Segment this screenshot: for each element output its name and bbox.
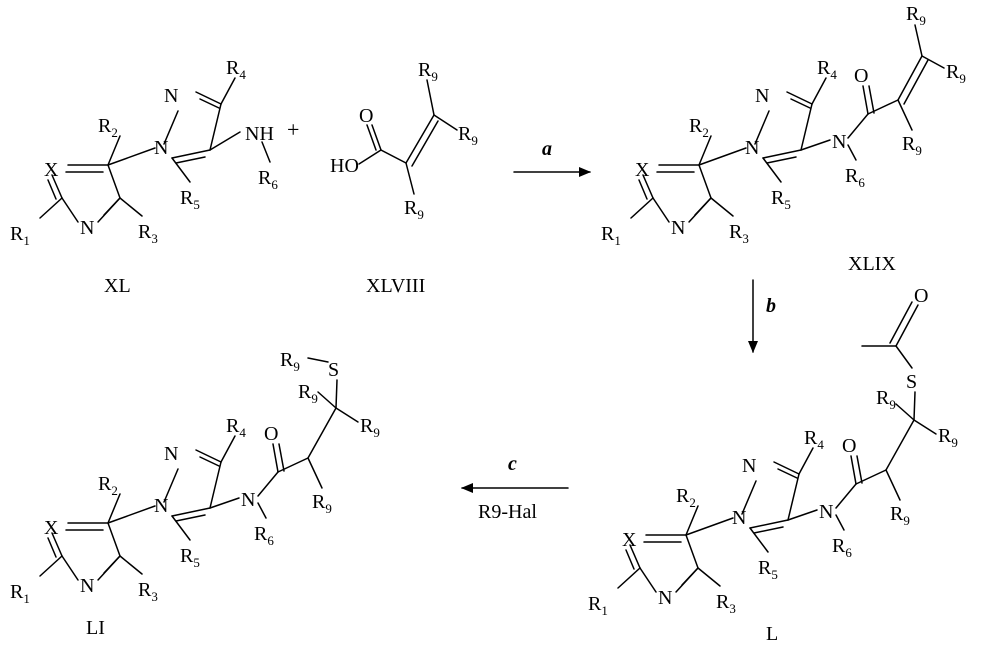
atom-n1-pyrazole: N — [154, 137, 168, 159]
substituent-r9-upper-left: R9 — [876, 387, 896, 412]
substituent-r9-right: R9 — [938, 425, 958, 450]
substituent-r9-right: R9 — [458, 123, 478, 148]
substituent-r6: R6 — [254, 523, 274, 548]
atom-n1-pyrazole: N — [732, 507, 746, 529]
substituent-r9-bottom: R9 — [312, 491, 332, 516]
compound-l: X N N N N O S O R1 R2 R3 R4 R5 R6 R9 R9 … — [588, 285, 958, 645]
atom-x: X — [635, 159, 650, 181]
step-c-label: c — [508, 453, 517, 475]
atom-n-amide: N — [241, 489, 255, 511]
substituent-r3: R3 — [138, 579, 158, 604]
substituent-r9-top: R9 — [906, 3, 926, 28]
label-xlix: XLIX — [848, 253, 896, 275]
atom-o-xlviii: O — [359, 105, 373, 127]
atom-n2-pyrazole: N — [164, 85, 178, 107]
atom-n2-pyrazole: N — [742, 455, 756, 477]
atom-n2-pyrazole: N — [164, 443, 178, 465]
compound-xlix: X N N N N O R1 R2 R3 R4 R5 R6 R9 R9 R9 X… — [601, 3, 966, 275]
atom-n-pyridine: N — [671, 217, 685, 239]
substituent-r6: R6 — [832, 535, 852, 560]
atom-x: X — [622, 529, 637, 551]
substituent-r9-upper-left: R9 — [298, 381, 318, 406]
atom-n1-pyrazole: N — [745, 137, 759, 159]
arrow-step-c: c R9-Hal — [462, 453, 568, 523]
atom-o-acetyl: O — [914, 285, 928, 307]
substituent-r5: R5 — [180, 187, 200, 212]
atom-ho: HO — [330, 155, 359, 177]
atom-n1-pyrazole: N — [154, 495, 168, 517]
plus-sign: + — [287, 117, 299, 142]
compound-li: X N N N N O S R1 R2 R3 R4 R5 R6 R9 R9 R9… — [10, 349, 380, 639]
atom-n-pyridine: N — [80, 575, 94, 597]
label-l: L — [766, 623, 778, 645]
label-xl: XL — [104, 275, 131, 297]
substituent-r9-right: R9 — [360, 415, 380, 440]
atom-s-thioether: S — [328, 359, 339, 381]
substituent-r5: R5 — [180, 545, 200, 570]
atom-o-carbonyl: O — [854, 65, 868, 87]
atom-o-carbonyl: O — [842, 435, 856, 457]
arrow-step-b: b — [753, 280, 776, 352]
atom-x: X — [44, 159, 59, 181]
atom-x: X — [44, 517, 59, 539]
step-c-condition: R9-Hal — [478, 501, 537, 523]
substituent-r4: R4 — [226, 415, 246, 440]
substituent-r3: R3 — [729, 221, 749, 246]
substituent-r2: R2 — [676, 485, 696, 510]
substituent-r6: R6 — [845, 165, 865, 190]
substituent-r5: R5 — [771, 187, 791, 212]
substituent-r9-bottom: R9 — [902, 133, 922, 158]
atom-s-thioester: S — [906, 371, 917, 393]
atom-o-carbonyl: O — [264, 423, 278, 445]
atom-n-amide: N — [832, 131, 846, 153]
arrow-step-a: a — [514, 138, 590, 172]
substituent-r2: R2 — [689, 115, 709, 140]
atom-n-amide: N — [819, 501, 833, 523]
substituent-r9-right: R9 — [946, 61, 966, 86]
substituent-r5: R5 — [758, 557, 778, 582]
substituent-r9-top: R9 — [418, 59, 438, 84]
substituent-r2: R2 — [98, 115, 118, 140]
substituent-r6: R6 — [258, 167, 278, 192]
substituent-r1: R1 — [10, 223, 30, 248]
label-li: LI — [86, 617, 105, 639]
substituent-r9-bottom: R9 — [404, 197, 424, 222]
substituent-r4: R4 — [226, 57, 246, 82]
substituent-r2: R2 — [98, 473, 118, 498]
step-b-label: b — [766, 295, 776, 317]
compound-xlviii: O HO R9 R9 R9 XLVIII — [330, 59, 478, 297]
substituent-r3: R3 — [716, 591, 736, 616]
substituent-r9-on-s: R9 — [280, 349, 300, 374]
atom-nh: NH — [245, 123, 274, 145]
atom-n-pyridine: N — [80, 217, 94, 239]
label-xlviii: XLVIII — [366, 275, 425, 297]
substituent-r1: R1 — [588, 593, 608, 618]
substituent-r1: R1 — [10, 581, 30, 606]
atom-n-pyridine: N — [658, 587, 672, 609]
step-a-label: a — [542, 138, 552, 160]
substituent-r9-bottom: R9 — [890, 503, 910, 528]
substituent-r4: R4 — [817, 57, 837, 82]
substituent-r1: R1 — [601, 223, 621, 248]
substituent-r4: R4 — [804, 427, 824, 452]
substituent-r3: R3 — [138, 221, 158, 246]
compound-xl: X N N N NH R1 R2 R3 R4 R5 R6 XL — [10, 57, 278, 297]
atom-n2-pyrazole: N — [755, 85, 769, 107]
